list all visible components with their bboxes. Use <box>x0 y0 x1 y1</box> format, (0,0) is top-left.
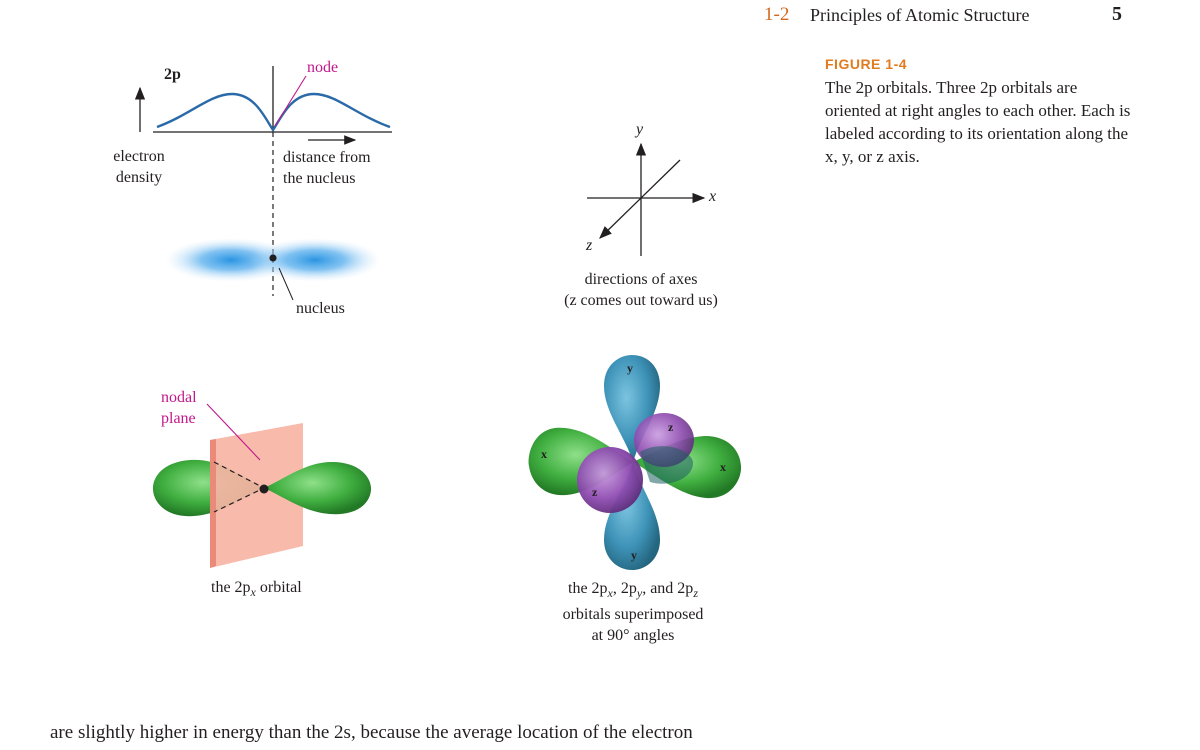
lobe-label-z-back: z <box>668 420 674 434</box>
y-lobe-bottom <box>604 462 660 570</box>
axes-diagram <box>587 142 706 256</box>
lobe-label-y-top: y <box>627 361 633 375</box>
z-axis <box>599 159 681 239</box>
y-axis-label: electron density <box>100 146 178 188</box>
section-title: Principles of Atomic Structure <box>810 5 1030 25</box>
x-axis-label-line1: distance from <box>283 149 371 166</box>
density-plot <box>134 66 392 301</box>
nodal-plane <box>210 423 303 568</box>
x-axis-label-line2: the nucleus <box>283 170 356 187</box>
axis-z-label: z <box>586 237 593 254</box>
superimposed-caption: the 2px, 2py, and 2pz orbitals superimpo… <box>533 578 733 646</box>
sc-sub-x: x <box>607 586 613 601</box>
px-nucleus-dot <box>259 484 269 494</box>
sc-part2: , 2p <box>612 580 637 597</box>
figure-caption: The 2p orbitals. Three 2p orbitals are o… <box>825 78 1131 166</box>
nucleus-dot <box>269 254 277 262</box>
nucleus-label: nucleus <box>296 300 345 317</box>
superimposed-caption-line3: at 90° angles <box>591 627 675 645</box>
superimposed-caption-line1: the 2px, 2py, and 2pz <box>533 578 733 604</box>
sc-sub-y: y <box>636 586 643 601</box>
lobe-label-z-front: z <box>592 485 598 499</box>
sc-sub-z: z <box>693 586 698 601</box>
px-caption-sub: x <box>250 585 256 600</box>
px-caption-prefix: the 2p <box>211 579 251 596</box>
nodal-label-line1: nodal <box>161 389 197 406</box>
axes-caption-line1: directions of axes <box>584 271 698 288</box>
sc-part3: , and 2p <box>642 580 694 597</box>
px-orbital-caption: the 2px orbital <box>211 577 302 603</box>
body-text-line: are slightly higher in energy than the 2… <box>50 722 693 743</box>
lobe-label-x-left: x <box>541 447 547 461</box>
figure-label: FIGURE 1-4 <box>825 56 908 72</box>
overlap-shade <box>640 446 694 484</box>
sc-part1: the 2p <box>568 580 608 597</box>
curve-label: 2p <box>164 66 181 83</box>
nodal-label-line2: plane <box>161 410 196 427</box>
superimposed-caption-line2: orbitals superimposed <box>562 606 704 624</box>
nucleus-leader <box>278 267 294 301</box>
node-label: node <box>307 59 339 76</box>
electron-cloud-right <box>249 238 381 282</box>
nodal-plane-edge <box>210 439 216 568</box>
y-axis-label-line1: electron <box>113 148 165 165</box>
px-orbital <box>152 403 372 568</box>
y-lobe-top <box>604 355 660 462</box>
superimposed-orbitals <box>528 355 742 570</box>
axis-x-label: x <box>709 188 717 205</box>
page-number: 5 <box>1112 3 1122 25</box>
px-caption-suffix: orbital <box>255 579 302 596</box>
axes-caption: directions of axes (z comes out toward u… <box>540 269 742 311</box>
x-axis-label: distance from the nucleus <box>283 147 371 189</box>
node-leader <box>274 75 307 127</box>
z-lobe-front <box>577 447 643 513</box>
nodal-plane-leader <box>206 403 261 461</box>
section-number: 1-2 <box>764 4 790 25</box>
px-lobe-right <box>264 462 372 515</box>
lobe-label-x-right: x <box>720 460 726 474</box>
nodal-plane-label: nodal plane <box>161 387 197 429</box>
y-axis-label-line2: density <box>115 169 163 186</box>
axes-caption-line2: (z comes out toward us) <box>564 292 718 309</box>
axis-y-label: y <box>636 121 644 138</box>
density-curve <box>156 92 391 133</box>
lobe-label-y-bottom: y <box>631 548 637 562</box>
